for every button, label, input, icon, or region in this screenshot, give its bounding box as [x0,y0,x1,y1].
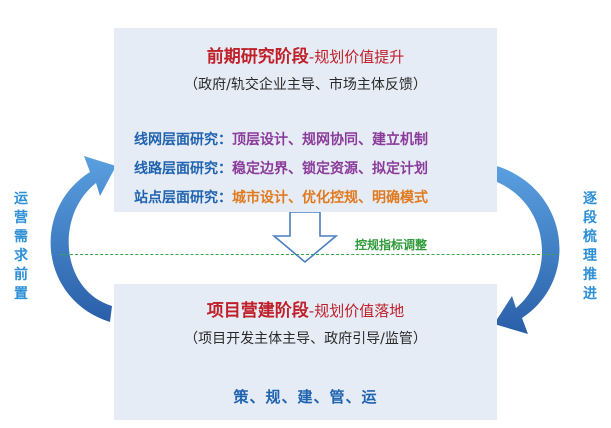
research-row-line: 线路层面研究：稳定边界、锁定资源、拟定计划 [134,161,428,177]
left-char: 运 [14,191,28,207]
left-curved-arrow [50,156,116,322]
bottom-stage-panel: 项目营建阶段-规划价值落地 （项目开发主体主导、政府引导/监管） 策、规、建、管… [114,284,497,420]
right-char: 进 [583,286,597,302]
left-char: 置 [14,286,28,302]
left-side-text: 运营需求前置 [12,190,30,304]
right-side-text: 逐段梳理推进 [581,190,599,304]
control-adjust-label: 控规指标调整 [355,238,428,252]
left-char: 需 [14,229,28,245]
right-char: 理 [583,248,597,264]
dashed-divider [60,254,555,255]
left-char: 营 [14,210,28,226]
research-row-station: 站点层面研究：城市设计、优化控规、明确模式 [134,190,428,206]
left-char: 前 [14,267,28,283]
top-stage-note: （政府/轨交企业主导、市场主体反馈） [184,77,427,93]
right-char: 逐 [583,191,597,207]
bottom-stage-actions: 策、规、建、管、运 [233,388,378,406]
research-row-network: 线网层面研究：顶层设计、规网协同、建立机制 [134,132,428,148]
top-stage-panel: 前期研究阶段-规划价值提升 （政府/轨交企业主导、市场主体反馈） 线网层面研究：… [114,28,497,212]
bottom-stage-note: （项目开发主体主导、政府引导/监管） [184,331,427,347]
top-stage-title: 前期研究阶段-规划价值提升 [206,47,405,67]
right-char: 推 [583,267,597,283]
right-curved-arrow [494,166,560,334]
right-char: 梳 [583,229,597,245]
bottom-stage-title: 项目营建阶段-规划价值落地 [206,301,405,321]
right-char: 段 [583,210,597,226]
down-arrow-icon [271,211,339,264]
left-char: 求 [14,248,28,264]
